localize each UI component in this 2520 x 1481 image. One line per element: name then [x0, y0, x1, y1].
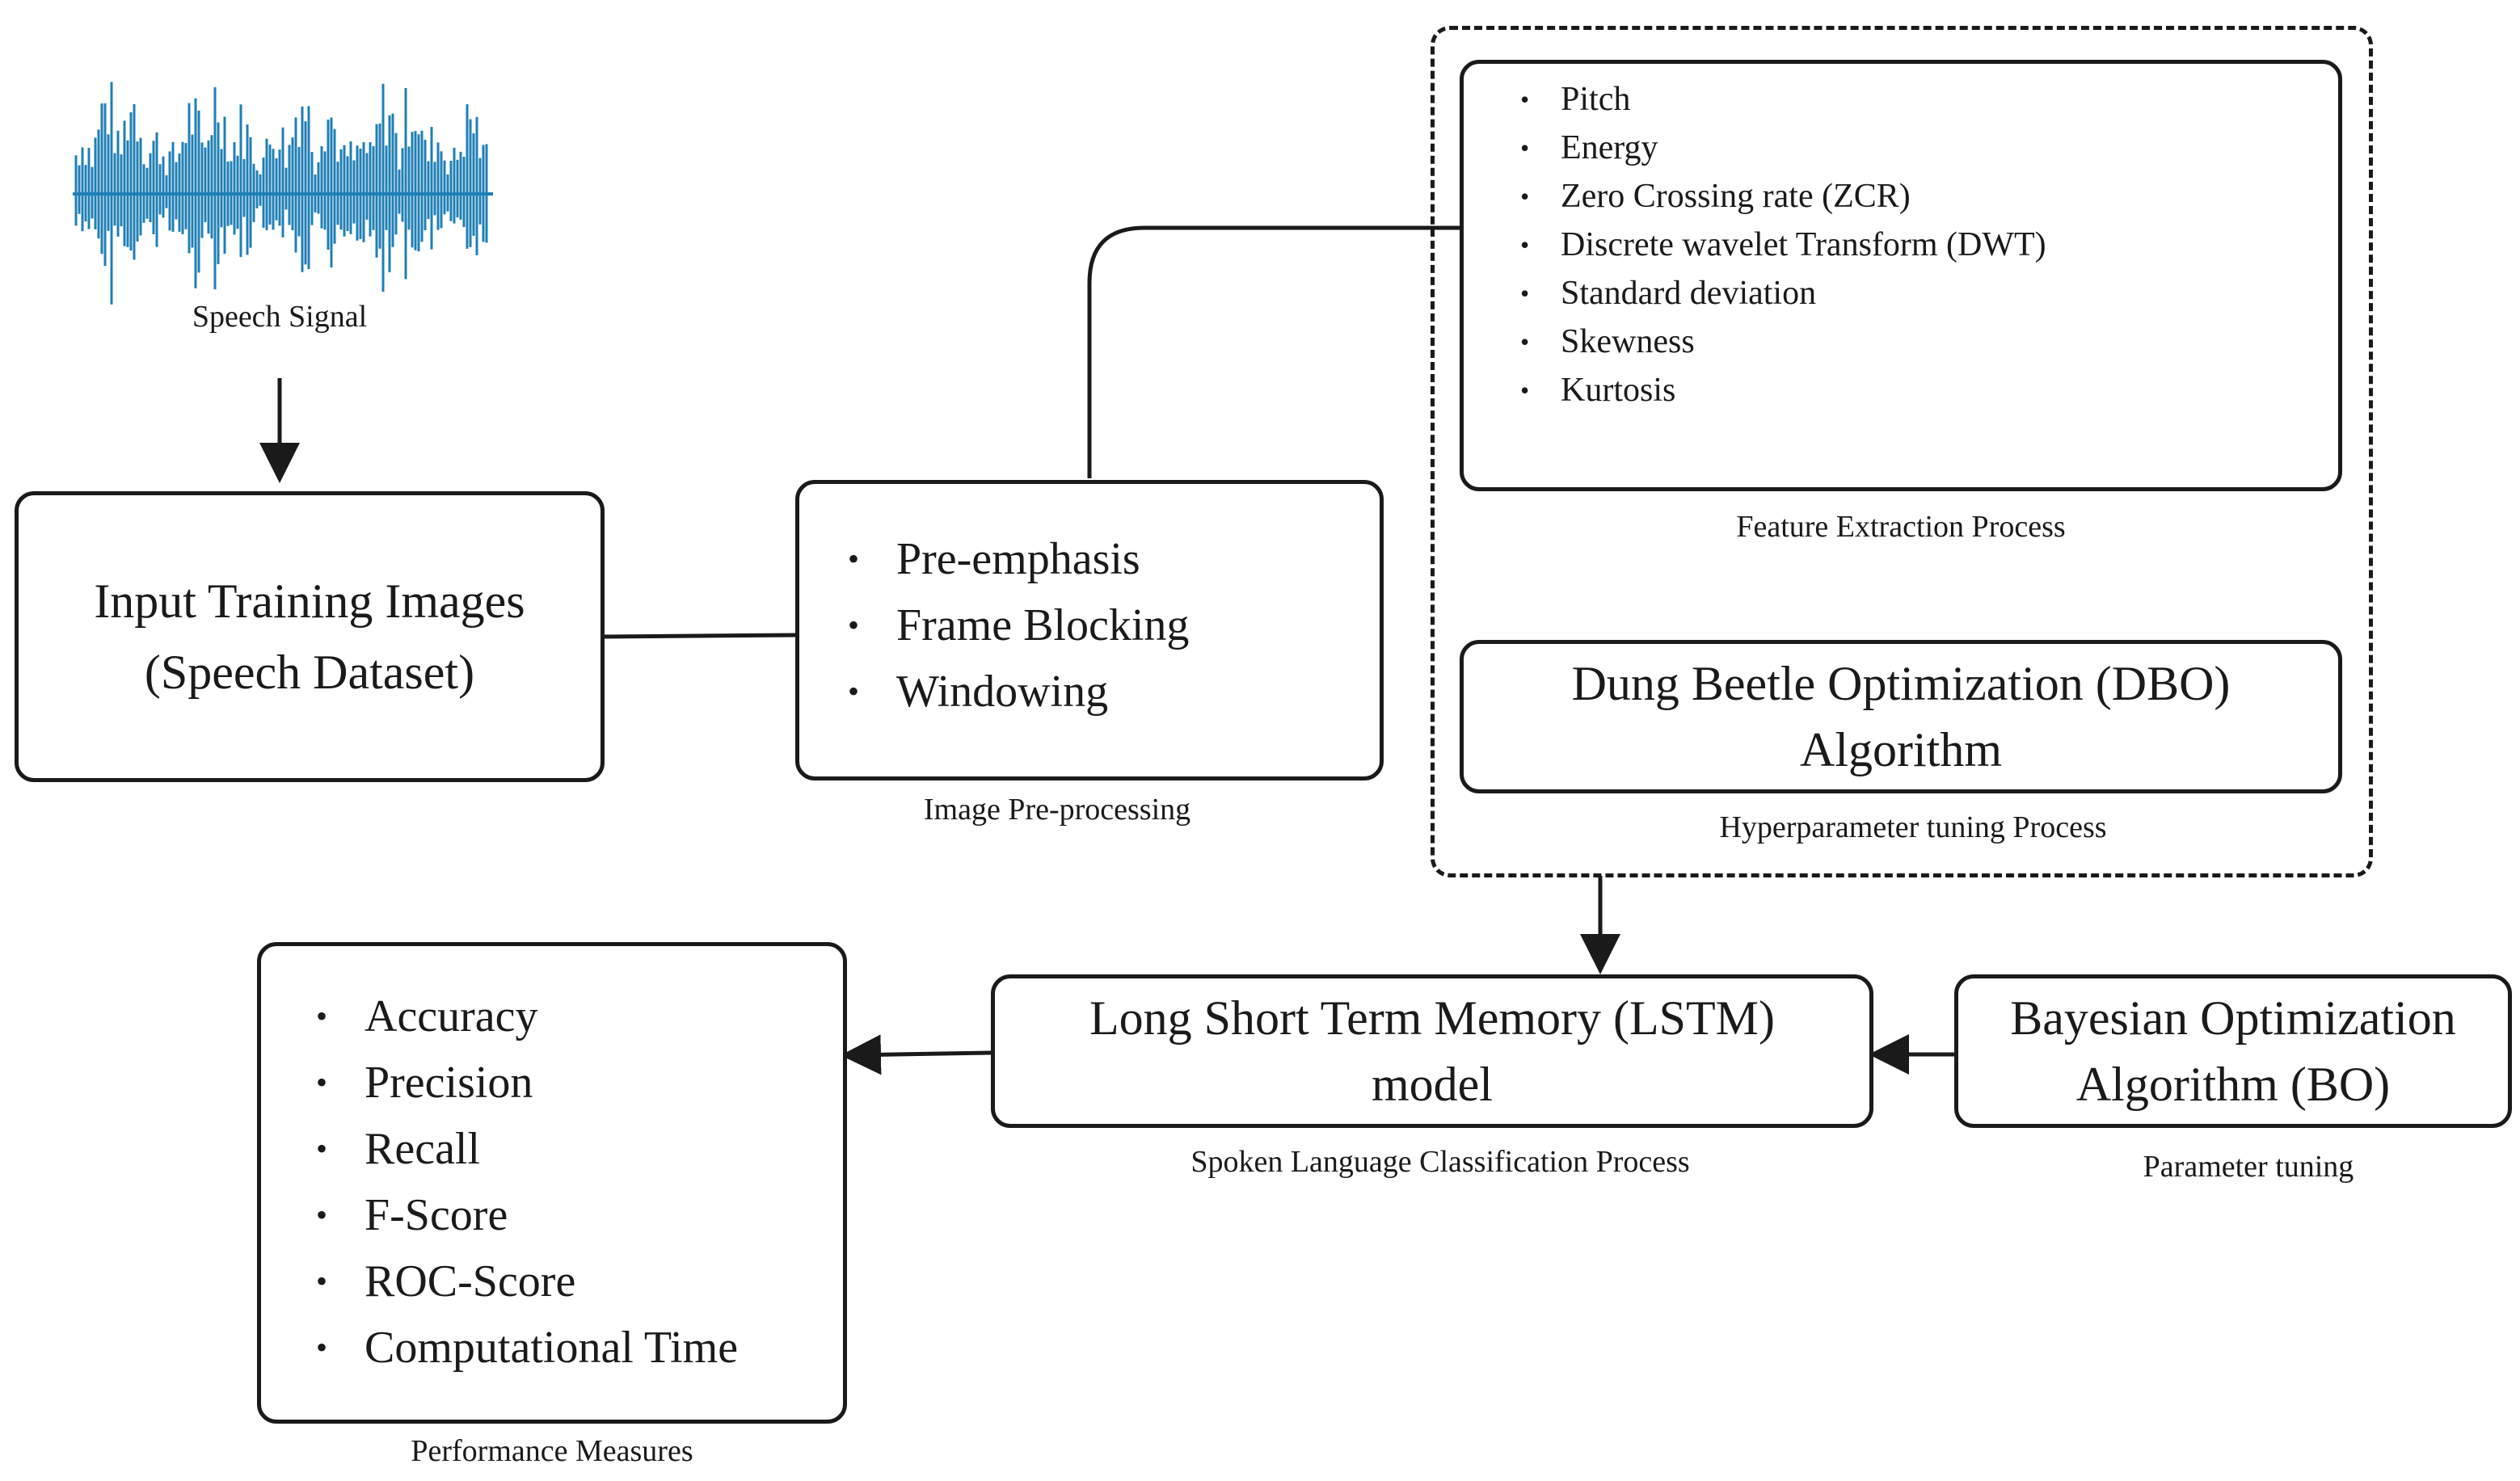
performance-item: Computational Time	[308, 1315, 738, 1381]
preprocessing-caption: Image Pre-processing	[923, 793, 1191, 827]
dbo-line1: Dung Beetle Optimization (DBO)	[1571, 657, 2231, 710]
feature-item: Energy	[1512, 124, 2046, 172]
lstm-caption: Spoken Language Classification Process	[1190, 1145, 1690, 1179]
performance-item: F-Score	[308, 1182, 738, 1248]
input-box-line1: Input Training Images	[94, 574, 525, 628]
feature-item: Skewness	[1512, 318, 2046, 366]
feature-item: Zero Crossing rate (ZCR)	[1512, 172, 2046, 221]
dbo-box: Dung Beetle Optimization (DBO) Algorithm	[1460, 640, 2342, 793]
input-box-line2: (Speech Dataset)	[144, 646, 475, 699]
feature-item: Pitch	[1512, 75, 2046, 124]
performance-caption: Performance Measures	[411, 1434, 693, 1468]
feature-extraction-caption: Feature Extraction Process	[1736, 510, 2066, 544]
preprocessing-item: Pre-emphasis	[840, 526, 1189, 592]
waveform-bars	[73, 82, 493, 305]
performance-item: Accuracy	[308, 983, 738, 1050]
feature-item: Kurtosis	[1512, 366, 2046, 414]
performance-item: Recall	[308, 1116, 738, 1182]
lstm-line1: Long Short Term Memory (LSTM)	[1089, 991, 1775, 1045]
line-preprocessing-to-features	[1087, 225, 1461, 478]
performance-item: ROC-Score	[308, 1248, 738, 1315]
feature-item: Discrete wavelet Transform (DWT)	[1512, 221, 2046, 269]
performance-item: Precision	[308, 1050, 738, 1116]
feature-item: Standard deviation	[1512, 269, 2046, 318]
feature-list: PitchEnergyZero Crossing rate (ZCR)Discr…	[1512, 75, 2046, 414]
preprocessing-item: Frame Blocking	[840, 592, 1189, 658]
bo-line2: Algorithm (BO)	[2075, 1058, 2391, 1111]
preprocessing-item: Windowing	[840, 658, 1189, 725]
dbo-caption: Hyperparameter tuning Process	[1719, 810, 2107, 844]
bo-caption: Parameter tuning	[2143, 1150, 2354, 1184]
bo-box: Bayesian Optimization Algorithm (BO)	[1954, 974, 2512, 1128]
dbo-line2: Algorithm	[1800, 723, 2002, 776]
line-input-to-preprocessing	[601, 633, 798, 639]
preprocessing-box: Pre-emphasisFrame BlockingWindowing	[795, 480, 1384, 780]
lstm-line2: model	[1372, 1058, 1493, 1111]
feature-extraction-box: PitchEnergyZero Crossing rate (ZCR)Discr…	[1460, 60, 2342, 491]
lstm-box: Long Short Term Memory (LSTM) model	[991, 974, 1873, 1128]
arrow-lstm-to-performance	[841, 1034, 992, 1075]
performance-box: AccuracyPrecisionRecallF-ScoreROC-ScoreC…	[257, 942, 847, 1424]
tuning-group-boundary	[1431, 26, 2373, 877]
performance-list: AccuracyPrecisionRecallF-ScoreROC-ScoreC…	[308, 983, 738, 1381]
bo-line1: Bayesian Optimization	[2010, 991, 2456, 1045]
input-training-box: Input Training Images (Speech Dataset)	[15, 491, 605, 782]
speech-signal-label: Speech Signal	[192, 300, 368, 334]
preprocessing-list: Pre-emphasisFrame BlockingWindowing	[840, 526, 1189, 725]
speech-waveform-icon	[73, 82, 493, 305]
